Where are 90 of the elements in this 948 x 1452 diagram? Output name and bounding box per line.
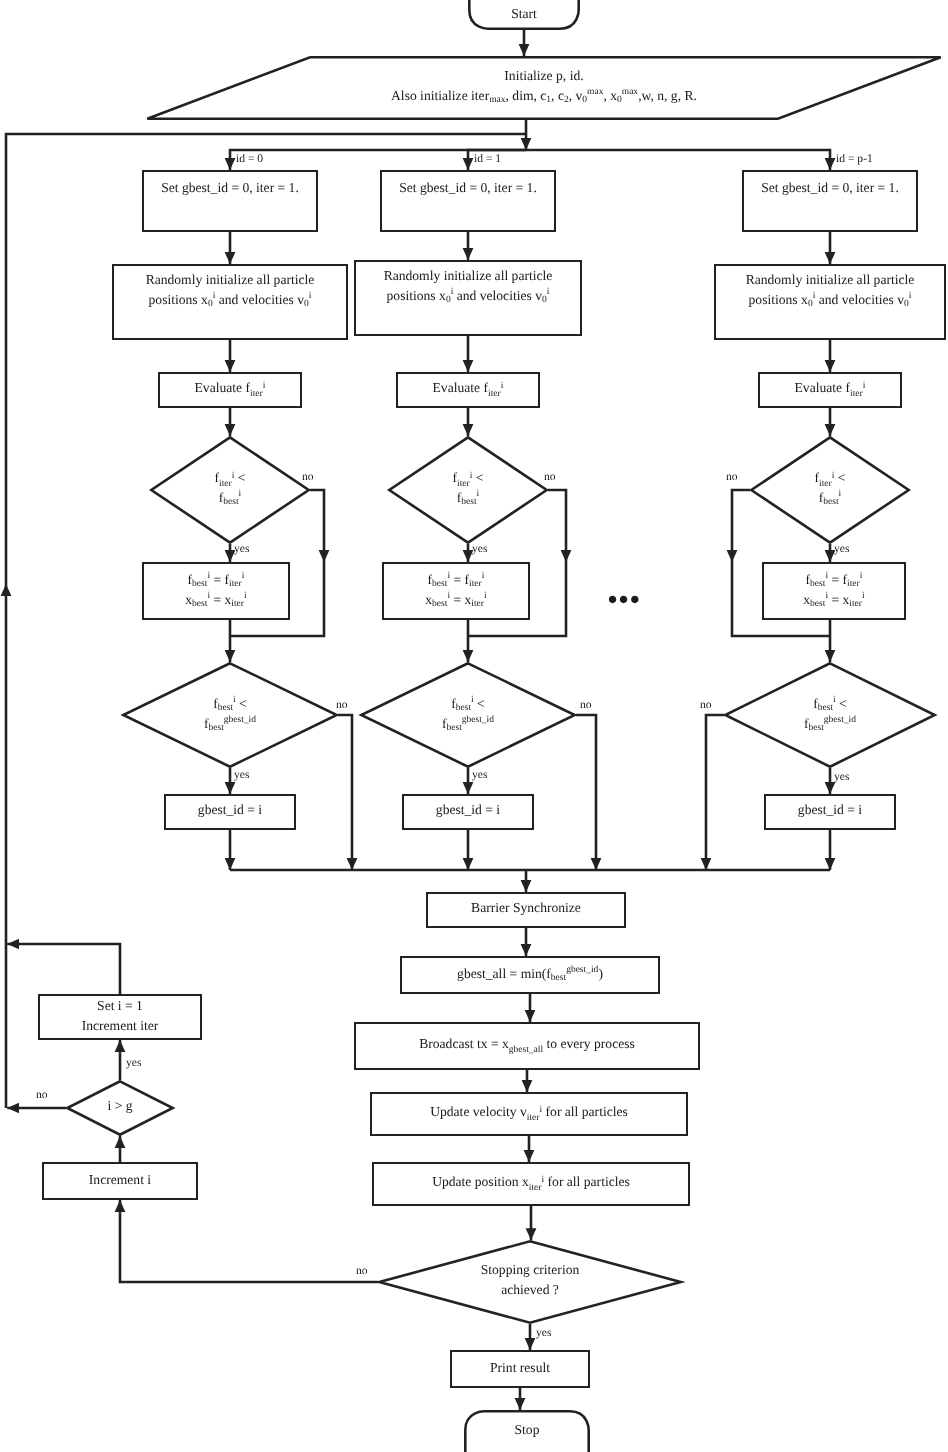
arrow <box>524 1324 536 1350</box>
arrow <box>7 938 122 994</box>
arrow <box>114 1040 126 1080</box>
arrow <box>824 830 836 870</box>
arrow <box>310 488 330 562</box>
arrow <box>7 1102 66 1114</box>
arrow <box>462 768 474 794</box>
connector-line <box>4 944 8 1108</box>
decision-diamond <box>66 1080 174 1136</box>
process-box <box>396 372 540 408</box>
arrow <box>524 994 536 1022</box>
process-box <box>370 1092 688 1136</box>
connector-line <box>730 562 830 638</box>
process-box <box>142 170 318 232</box>
process-box <box>764 794 896 830</box>
arrow <box>824 636 836 662</box>
connector-line <box>4 132 526 584</box>
arrow <box>824 408 836 436</box>
process-box <box>164 794 296 830</box>
terminal-shape <box>468 0 580 30</box>
arrow <box>520 928 532 956</box>
connector-line <box>230 562 326 638</box>
process-box <box>354 260 582 336</box>
arrow <box>520 870 532 892</box>
connector-line <box>524 120 528 134</box>
arrow <box>526 148 836 170</box>
arrow <box>824 768 836 794</box>
arrow <box>114 1200 378 1284</box>
arrow <box>520 134 532 150</box>
arrow <box>824 544 836 562</box>
connector-line <box>230 868 830 872</box>
connector-line <box>828 620 832 636</box>
process-box <box>450 1350 590 1388</box>
arrow <box>576 713 602 870</box>
decision-diamond <box>388 436 548 544</box>
arrow <box>462 408 474 436</box>
arrow <box>0 584 12 944</box>
decision-diamond <box>750 436 910 544</box>
process-box <box>758 372 902 408</box>
arrow <box>824 232 836 264</box>
process-box <box>380 170 556 232</box>
process-box <box>354 1022 700 1070</box>
arrow <box>525 1206 537 1241</box>
arrow <box>548 488 572 562</box>
ellipsis: ••• <box>608 594 642 606</box>
arrow <box>338 713 358 870</box>
process-box <box>400 956 660 994</box>
process-box <box>742 170 918 232</box>
process-box <box>38 994 202 1040</box>
process-box <box>142 562 290 620</box>
connector-line <box>468 562 568 638</box>
arrow <box>462 148 526 170</box>
arrow <box>521 1070 533 1092</box>
arrow <box>462 544 474 562</box>
input-parallelogram <box>146 56 942 120</box>
arrow <box>518 30 530 56</box>
connector-line <box>466 620 470 636</box>
arrow <box>224 830 236 870</box>
arrow <box>224 544 236 562</box>
arrow <box>462 636 474 662</box>
arrow <box>824 340 836 372</box>
process-box <box>762 562 906 620</box>
arrow <box>224 408 236 436</box>
process-box <box>42 1162 198 1200</box>
process-box <box>714 264 946 340</box>
process-box <box>158 372 302 408</box>
process-box <box>112 264 348 340</box>
arrow <box>224 636 236 662</box>
process-box <box>426 892 626 928</box>
arrow <box>700 713 724 870</box>
arrow <box>114 1136 126 1162</box>
arrow <box>726 488 750 562</box>
arrow <box>523 1136 535 1162</box>
decision-diamond <box>360 662 576 768</box>
arrow <box>224 340 236 372</box>
process-box <box>372 1162 690 1206</box>
terminal-shape <box>464 1410 590 1452</box>
decision-diamond <box>150 436 310 544</box>
arrow <box>462 336 474 372</box>
process-box <box>382 562 530 620</box>
arrow <box>514 1388 526 1410</box>
decision-diamond <box>122 662 338 768</box>
decision-diamond <box>378 1240 682 1324</box>
arrow <box>224 232 236 264</box>
connector-line <box>228 620 232 636</box>
process-box <box>402 794 534 830</box>
arrow <box>462 830 474 870</box>
decision-diamond <box>724 662 936 768</box>
arrow <box>462 232 474 260</box>
arrow <box>224 768 236 794</box>
